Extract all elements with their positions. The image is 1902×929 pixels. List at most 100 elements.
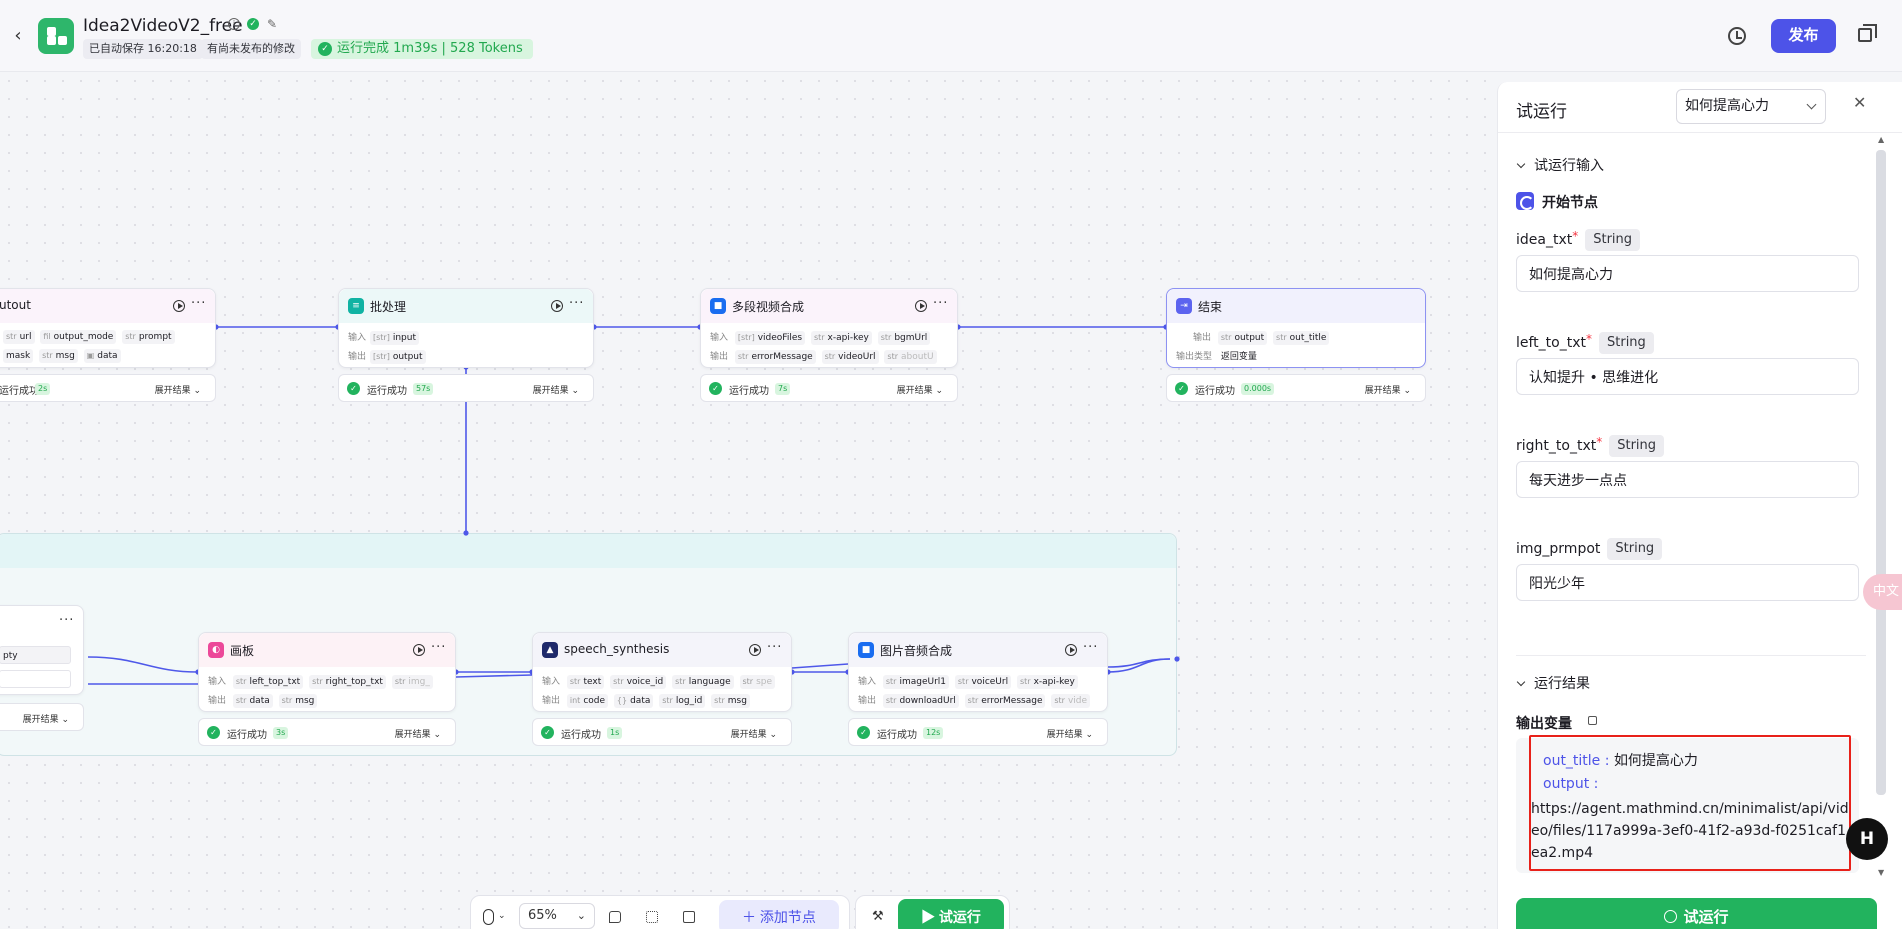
more-icon[interactable]: ··· bbox=[933, 296, 949, 311]
chevron-down-icon bbox=[1806, 99, 1817, 110]
status-text: 运行成功 bbox=[367, 386, 407, 397]
expand-result-button[interactable]: 展开结果 ⌄ bbox=[730, 730, 777, 740]
node-header bbox=[1167, 289, 1425, 323]
var-tag: {}data bbox=[613, 694, 654, 708]
close-icon[interactable]: ✕ bbox=[1853, 93, 1867, 112]
node-batch[interactable]: ≡ 批处理 ··· 输入[str]input 输出[str]output bbox=[338, 288, 594, 368]
more-icon[interactable]: ··· bbox=[569, 296, 585, 311]
run-node-icon[interactable] bbox=[749, 644, 761, 656]
chevron-down-icon[interactable]: ⌄ bbox=[498, 911, 506, 921]
expand-result-button[interactable]: 展开结果 ⌄ bbox=[1364, 386, 1411, 396]
more-icon[interactable]: ··· bbox=[767, 640, 783, 655]
var-tag: mask bbox=[3, 349, 34, 363]
run-status-badge: ✓ 运行完成 1m39s | 528 Tokens bbox=[311, 39, 533, 59]
mouse-mode-icon[interactable] bbox=[483, 909, 494, 925]
scroll-down-arrow[interactable]: ▼ bbox=[1878, 868, 1885, 877]
output-url[interactable]: https://agent.mathmind.cn/minimalist/api… bbox=[1531, 801, 1849, 861]
node-title: 批处理 bbox=[370, 300, 407, 314]
test-case-select[interactable]: 如何提高心力 bbox=[1676, 89, 1826, 124]
test-run-button[interactable]: ▶ 试运行 bbox=[898, 899, 1004, 929]
expand-result-button[interactable]: 展开结果 ⌄ bbox=[394, 730, 441, 740]
node-title: 画板 bbox=[230, 644, 255, 658]
history-icon[interactable] bbox=[1728, 27, 1746, 45]
assistant-float-button[interactable]: H bbox=[1846, 818, 1888, 860]
info-icon[interactable]: i bbox=[228, 18, 240, 30]
add-node-button[interactable]: ＋ 添加节点 bbox=[719, 900, 839, 929]
run-node-icon[interactable] bbox=[173, 300, 185, 312]
left-to-txt-input[interactable] bbox=[1516, 358, 1859, 395]
field-label-right-to-txt: right_to_txt*String bbox=[1516, 435, 1665, 457]
run-node-icon[interactable] bbox=[413, 644, 425, 656]
wire-inner-3b bbox=[455, 674, 533, 678]
node-status-bar: ✓ 运行成功 57s 展开结果 ⌄ bbox=[338, 374, 594, 402]
video-icon: ■ bbox=[858, 642, 874, 658]
status-time: 12s bbox=[923, 727, 944, 739]
section-run-result[interactable]: 运行结果 bbox=[1516, 673, 1590, 693]
node-status-bar: ✓ 运行成功 0.000s 展开结果 ⌄ bbox=[1166, 374, 1426, 402]
copy-icon[interactable] bbox=[1588, 716, 1597, 725]
more-icon[interactable]: ··· bbox=[191, 296, 207, 311]
field-value: pty bbox=[0, 646, 71, 664]
video-icon: ■ bbox=[710, 298, 726, 314]
node-type-row: 输出类型 返回变量 bbox=[1176, 352, 1257, 362]
run-toolbar: ⚒ ▶ 试运行 bbox=[855, 895, 1010, 929]
right-to-txt-input[interactable] bbox=[1516, 461, 1859, 498]
expand-result-button[interactable]: 展开结果 ⌄ bbox=[1046, 730, 1093, 740]
panel-test-run-button[interactable]: 试运行 bbox=[1516, 898, 1877, 929]
output-box bbox=[1516, 738, 1859, 873]
run-node-icon[interactable] bbox=[915, 300, 927, 312]
idea-txt-input[interactable] bbox=[1516, 255, 1859, 292]
var-tag: [str]videoFiles bbox=[734, 331, 806, 345]
output-variables-label: 输出变量 bbox=[1516, 716, 1572, 732]
back-icon[interactable]: ‹ bbox=[14, 25, 22, 46]
status-time: 1s bbox=[607, 727, 623, 739]
auto-layout-icon[interactable] bbox=[646, 911, 658, 923]
expand-result-button[interactable]: 展开结果 ⌄ bbox=[896, 386, 943, 396]
success-icon: ✓ bbox=[347, 382, 360, 395]
panel-scrollbar[interactable] bbox=[1876, 150, 1886, 795]
wire-inner-1 bbox=[87, 656, 199, 673]
node-inner-left[interactable]: ··· pty bbox=[0, 605, 84, 695]
wrench-icon[interactable]: ⚒ bbox=[872, 909, 884, 924]
more-icon[interactable]: ··· bbox=[431, 640, 447, 655]
expand-result-button[interactable]: 展开结果 ⌄ bbox=[532, 386, 579, 396]
more-icon[interactable]: ··· bbox=[1083, 640, 1099, 655]
minimap-icon[interactable] bbox=[683, 911, 695, 923]
img-prmpot-input[interactable] bbox=[1516, 564, 1859, 601]
status-time: 2s bbox=[35, 383, 51, 395]
more-icon[interactable]: ··· bbox=[59, 613, 75, 628]
publish-button[interactable]: 发布 bbox=[1771, 19, 1836, 53]
duplicate-icon[interactable] bbox=[1858, 24, 1877, 42]
zoom-select[interactable]: 65%⌄ bbox=[519, 903, 595, 929]
batch-icon: ≡ bbox=[348, 298, 364, 314]
expand-result-button[interactable]: 展开结果 ⌄ bbox=[22, 715, 69, 725]
expand-result-button[interactable]: 展开结果 ⌄ bbox=[154, 386, 201, 396]
wire-inner-5 bbox=[1107, 658, 1171, 673]
comment-icon[interactable] bbox=[609, 911, 621, 923]
run-node-icon[interactable] bbox=[551, 300, 563, 312]
language-float-button[interactable]: 中文 bbox=[1863, 574, 1902, 610]
edit-icon[interactable]: ✎ bbox=[266, 17, 278, 31]
section-test-input[interactable]: 试运行输入 bbox=[1516, 155, 1604, 175]
success-icon: ✓ bbox=[207, 726, 220, 739]
run-node-icon[interactable] bbox=[1065, 644, 1077, 656]
scroll-up-arrow[interactable]: ▲ bbox=[1878, 135, 1885, 144]
var-tag: [str]output bbox=[370, 350, 426, 364]
